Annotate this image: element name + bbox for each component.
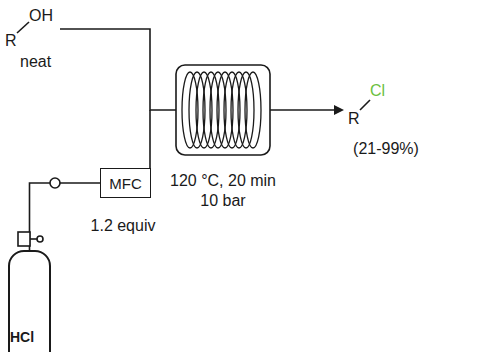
hydroxyl-group: OH [29, 7, 53, 25]
gas-line [30, 183, 101, 250]
note-text: neat [20, 53, 51, 71]
chlorine-atom: Cl [370, 82, 385, 100]
bond-line [360, 100, 370, 110]
node-text: MFC [109, 175, 142, 192]
pressure-gauge [50, 178, 60, 188]
arrow-head [334, 105, 344, 115]
yield-label: (21-99%) [353, 140, 419, 158]
equivalents-label: 1.2 equiv [91, 217, 156, 235]
gas-cylinder: HCl [8, 250, 51, 352]
product-arrow [270, 109, 336, 111]
mass-flow-controller: MFC [100, 168, 151, 198]
reactor-coil [182, 72, 261, 148]
conditions-label: 120 °C, 20 min [170, 172, 276, 190]
bond-line [17, 22, 29, 33]
reactor-box [176, 65, 270, 155]
r-group: R [5, 32, 17, 50]
pressure-label: 10 bar [200, 192, 245, 210]
cylinder-valve [18, 232, 30, 246]
feed-line [60, 29, 176, 110]
node-text: HCl [10, 329, 34, 345]
r-group: R [348, 110, 360, 128]
valve-knob [37, 236, 43, 242]
